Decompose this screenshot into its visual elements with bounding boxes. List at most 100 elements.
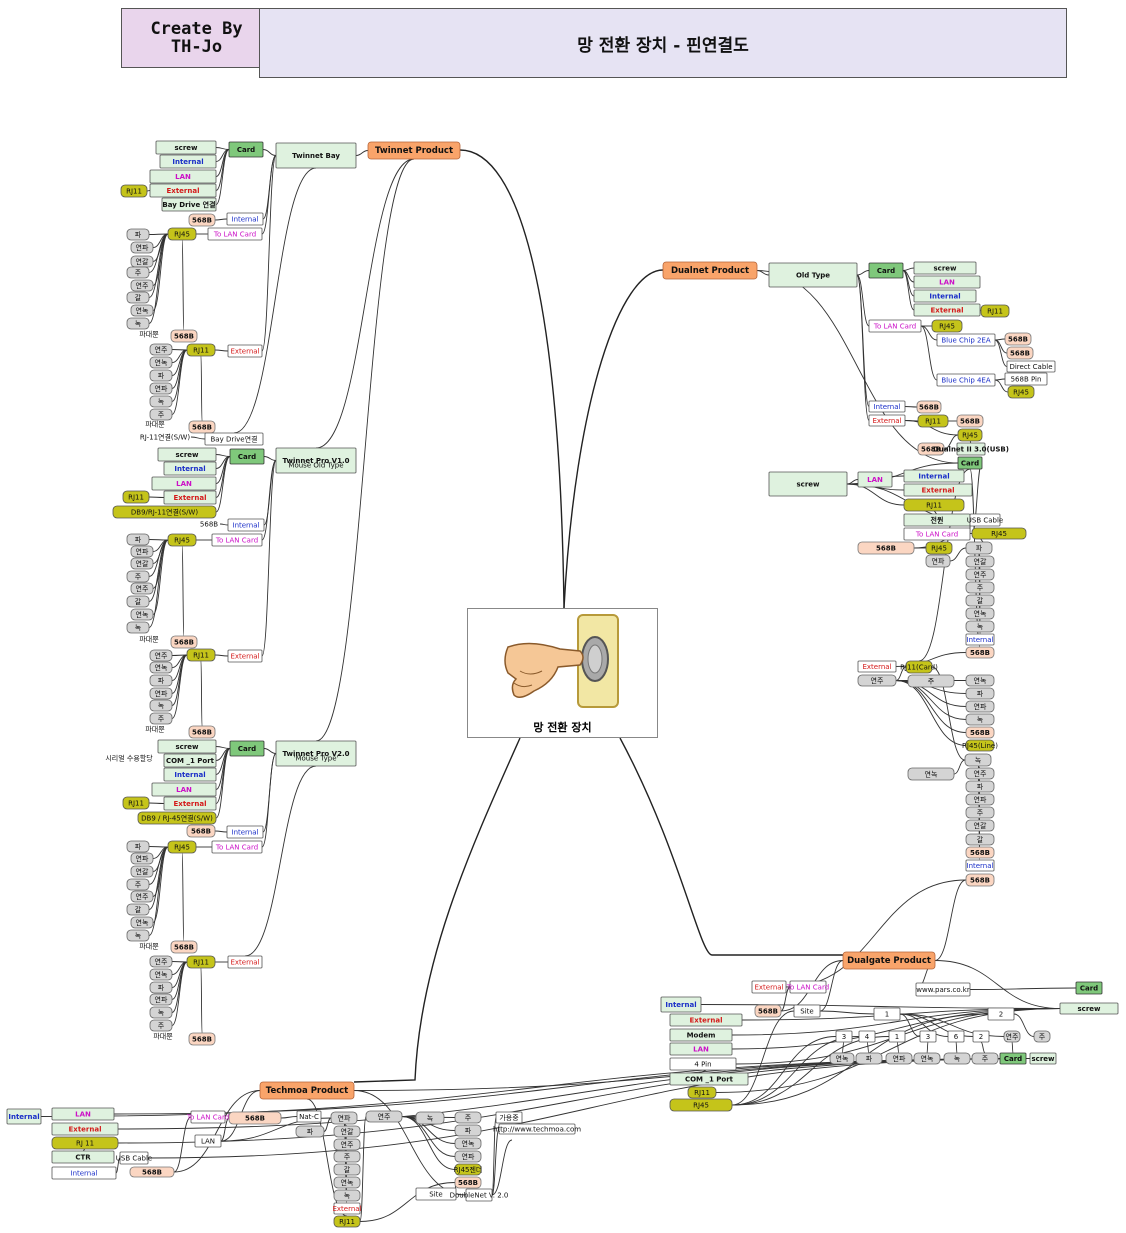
node-214[interactable]: To LAN Card xyxy=(186,1110,229,1124)
node-169[interactable]: 갈 xyxy=(965,833,995,846)
node-179[interactable]: screw xyxy=(1059,1002,1119,1015)
node-164[interactable]: 연주 xyxy=(965,767,995,780)
node-112[interactable]: RJ11 xyxy=(980,304,1010,318)
node-28[interactable]: 연주 xyxy=(149,343,173,356)
node-187[interactable]: RJ45 xyxy=(669,1098,733,1112)
node-237[interactable]: DoubleNet V. 2.0 xyxy=(450,1188,509,1202)
node-202[interactable]: 녹 xyxy=(943,1052,971,1065)
node-32[interactable]: 녹 xyxy=(149,395,173,408)
node-96[interactable]: RJ11 xyxy=(186,955,216,969)
node-170[interactable]: 568B xyxy=(965,846,995,859)
node-5[interactable]: Card xyxy=(228,141,264,158)
node-117[interactable]: 568B xyxy=(1006,346,1034,360)
node-144[interactable]: 연갈 xyxy=(965,555,995,568)
node-4[interactable]: Twinnet Bay xyxy=(275,142,357,169)
node-47[interactable]: 568B xyxy=(200,521,218,529)
node-215[interactable]: LAN xyxy=(194,1134,222,1148)
node-209[interactable]: RJ 11 xyxy=(51,1136,119,1150)
node-37[interactable]: Bay Drive연결 xyxy=(204,432,264,446)
node-126[interactable]: 568B xyxy=(956,414,984,428)
node-98[interactable]: 연주 xyxy=(149,955,173,968)
node-198[interactable]: 연녹 xyxy=(829,1052,855,1065)
node-30[interactable]: 파 xyxy=(149,369,173,382)
node-136[interactable]: 전원 xyxy=(903,513,971,527)
node-53[interactable]: 연갈 xyxy=(130,557,154,570)
node-89[interactable]: 주 xyxy=(126,878,150,891)
node-38[interactable]: Twinnet Pro V1.0 xyxy=(275,447,357,474)
node-79[interactable]: External xyxy=(163,796,217,811)
node-62[interactable]: External xyxy=(227,649,263,663)
node-129[interactable]: Dualnet II 3.0(USB) xyxy=(933,442,1009,456)
node-134[interactable]: External xyxy=(903,483,973,497)
node-194[interactable]: 6 xyxy=(947,1030,965,1043)
node-21[interactable]: 갈 xyxy=(126,291,150,304)
node-18[interactable]: 연갈 xyxy=(130,255,154,268)
node-127[interactable]: RJ45 xyxy=(957,428,983,442)
node-97[interactable]: External xyxy=(227,955,263,969)
node-229[interactable]: 녹 xyxy=(415,1111,445,1125)
node-199[interactable]: 파 xyxy=(855,1052,883,1065)
node-68[interactable]: 주 xyxy=(149,712,173,725)
node-141[interactable]: RJ45 xyxy=(925,541,953,555)
node-15[interactable]: RJ45 xyxy=(167,227,197,241)
node-59[interactable]: 파대뿐 xyxy=(139,635,159,644)
node-139[interactable]: RJ45 xyxy=(971,527,1027,540)
node-157[interactable]: 파 xyxy=(965,687,995,700)
node-22[interactable]: 연녹 xyxy=(130,304,154,317)
node-56[interactable]: 갈 xyxy=(126,595,150,608)
node-233[interactable]: 연파 xyxy=(454,1150,482,1163)
node-109[interactable]: LAN xyxy=(913,275,981,289)
node-103[interactable]: 주 xyxy=(149,1019,173,1032)
node-26[interactable]: RJ11 xyxy=(186,343,216,357)
node-192[interactable]: 1 xyxy=(888,1030,906,1043)
node-69[interactable]: 파대뿐 xyxy=(145,725,165,734)
node-91[interactable]: 갈 xyxy=(126,903,150,916)
node-190[interactable]: 3 xyxy=(835,1030,853,1043)
node-195[interactable]: 2 xyxy=(972,1030,990,1043)
node-46[interactable]: RJ11 xyxy=(122,490,150,504)
node-161[interactable]: RJ45(Line) xyxy=(962,739,998,752)
node-34[interactable]: 파대뿐 xyxy=(145,420,165,429)
node-13[interactable]: Internal xyxy=(226,212,264,226)
node-75[interactable]: COM _1 Port xyxy=(163,753,217,768)
node-64[interactable]: 연녹 xyxy=(149,661,173,674)
node-219[interactable]: 파 xyxy=(295,1125,325,1138)
node-200[interactable]: 연파 xyxy=(885,1052,913,1065)
node-160[interactable]: 568B xyxy=(965,726,995,739)
node-77[interactable]: Internal xyxy=(163,767,217,782)
node-155[interactable]: 주 xyxy=(907,674,955,688)
node-72[interactable]: 'Mouse Type' xyxy=(294,755,339,763)
node-41[interactable]: screw xyxy=(157,447,217,462)
node-182[interactable]: Modem xyxy=(669,1028,733,1042)
node-82[interactable]: 568B xyxy=(186,824,216,838)
node-9[interactable]: External xyxy=(149,183,217,198)
node-154[interactable]: 연주 xyxy=(857,674,897,687)
node-238[interactable]: 가용중 xyxy=(495,1111,523,1124)
node-158[interactable]: 연파 xyxy=(965,700,995,713)
node-225[interactable]: 녹 xyxy=(333,1189,361,1202)
node-114[interactable]: RJ45 xyxy=(931,319,963,333)
node-50[interactable]: RJ45 xyxy=(167,533,197,547)
node-120[interactable]: 568B Pin xyxy=(1004,372,1048,386)
node-203[interactable]: 주 xyxy=(971,1052,999,1065)
node-210[interactable]: CTR xyxy=(51,1150,115,1164)
node-189[interactable]: 2 xyxy=(987,1007,1015,1021)
center-node[interactable]: 망 전환 장치 xyxy=(467,608,658,738)
node-44[interactable]: External xyxy=(163,490,217,505)
node-88[interactable]: 연갈 xyxy=(130,865,154,878)
node-48[interactable]: Internal xyxy=(227,518,265,532)
node-107[interactable]: Card xyxy=(868,262,904,279)
node-57[interactable]: 연녹 xyxy=(130,608,154,621)
node-221[interactable]: 연주 xyxy=(333,1138,361,1151)
node-14[interactable]: To LAN Card xyxy=(207,227,263,241)
node-67[interactable]: 녹 xyxy=(149,699,173,712)
node-101[interactable]: 연파 xyxy=(149,993,173,1006)
node-99[interactable]: 연녹 xyxy=(149,968,173,981)
node-128[interactable]: 568B xyxy=(917,442,945,456)
node-149[interactable]: 녹 xyxy=(965,620,995,633)
node-143[interactable]: 연파 xyxy=(925,554,951,568)
node-76[interactable]: 시리얼 수용할당 xyxy=(105,754,153,763)
node-218[interactable]: 연파 xyxy=(330,1111,358,1125)
node-115[interactable]: Blue Chip 2EA xyxy=(936,333,996,347)
node-180[interactable]: Internal xyxy=(660,996,702,1013)
